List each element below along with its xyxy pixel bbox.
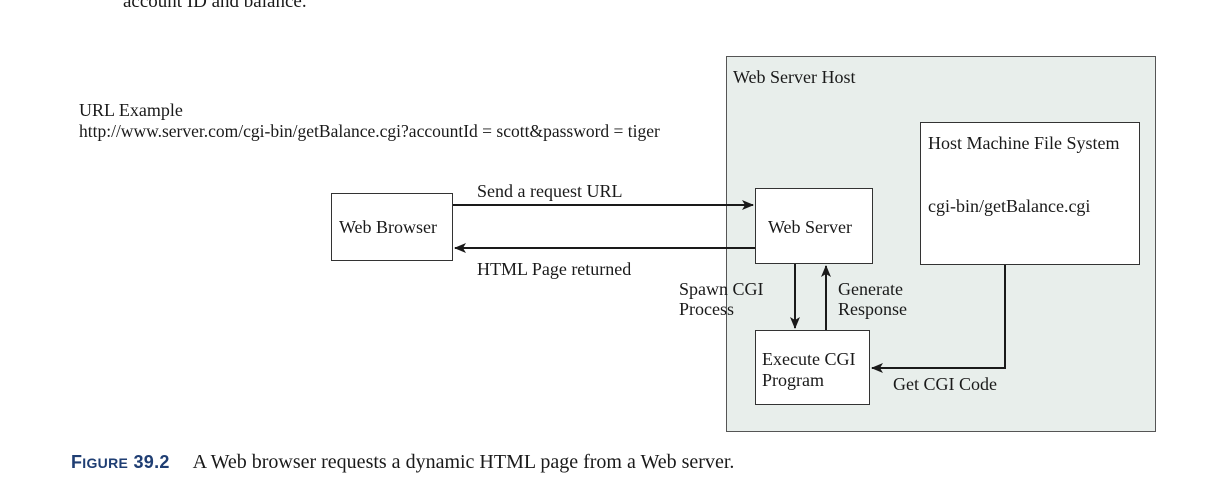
html-returned-label: HTML Page returned bbox=[477, 259, 632, 279]
web-browser-box bbox=[331, 193, 453, 261]
web-browser-label: Web Browser bbox=[339, 217, 438, 237]
figure-caption: FIGURE 39.2 A Web browser requests a dyn… bbox=[71, 451, 734, 474]
web-server-host-title: Web Server Host bbox=[733, 67, 856, 87]
get-cgi-code-arrow bbox=[871, 265, 1006, 373]
spawn-cgi-label-line2: Process bbox=[679, 299, 734, 319]
cgi-program-label-line1: Execute CGI bbox=[762, 349, 856, 369]
generate-response-label-line2: Response bbox=[838, 299, 907, 319]
generate-response-label-line1: Generate bbox=[838, 279, 903, 299]
send-request-label: Send a request URL bbox=[477, 181, 623, 201]
file-system-path: cgi-bin/getBalance.cgi bbox=[928, 196, 1091, 216]
figure-label: FIGURE 39.2 bbox=[71, 452, 170, 472]
spawn-cgi-label-line1: Spawn CGI bbox=[679, 279, 764, 299]
get-cgi-code-label: Get CGI Code bbox=[893, 374, 997, 394]
cropped-paragraph-text: account ID and balance. bbox=[123, 0, 307, 12]
web-server-box bbox=[755, 188, 873, 264]
web-server-label: Web Server bbox=[768, 217, 853, 237]
figure-caption-text: A Web browser requests a dynamic HTML pa… bbox=[192, 451, 735, 473]
url-example-title: URL Example bbox=[79, 100, 183, 120]
file-system-box bbox=[920, 122, 1140, 265]
cgi-program-label-line2: Program bbox=[762, 370, 824, 390]
cgi-program-box bbox=[755, 330, 870, 405]
file-system-title: Host Machine File System bbox=[928, 133, 1120, 153]
url-example-url: http://www.server.com/cgi-bin/getBalance… bbox=[79, 121, 660, 141]
